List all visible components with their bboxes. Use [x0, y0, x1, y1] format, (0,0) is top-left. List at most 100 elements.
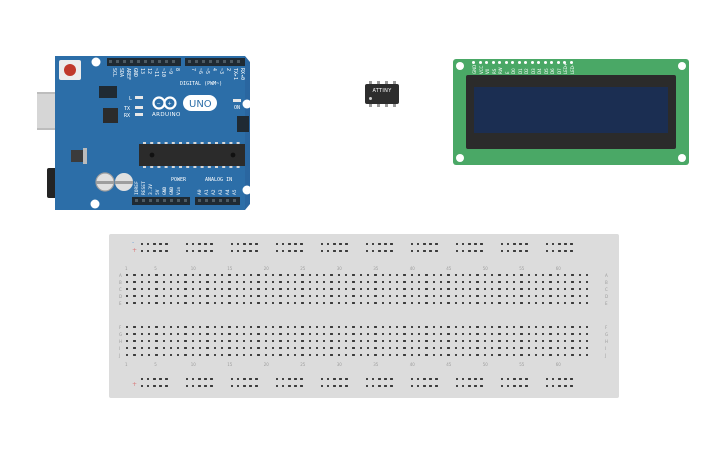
breadboard-hole[interactable] [352, 281, 355, 284]
breadboard-hole[interactable] [220, 274, 224, 277]
breadboard-hole[interactable] [133, 347, 136, 350]
breadboard-hole[interactable] [206, 354, 209, 357]
breadboard-hole[interactable] [184, 281, 187, 284]
breadboard-hole[interactable] [147, 302, 151, 305]
breadboard-hole[interactable] [220, 281, 224, 284]
breadboard-hole[interactable] [454, 302, 457, 305]
breadboard-hole[interactable] [169, 333, 173, 336]
breadboard-hole[interactable] [286, 281, 289, 284]
breadboard-hole[interactable] [206, 288, 209, 291]
breadboard-hole[interactable] [308, 340, 311, 343]
breadboard-hole[interactable] [483, 333, 487, 336]
breadboard-hole[interactable] [286, 326, 289, 329]
breadboard-hole[interactable] [133, 340, 136, 343]
breadboard-hole[interactable] [570, 385, 573, 388]
breadboard-hole[interactable] [133, 281, 136, 284]
breadboard-hole[interactable] [155, 340, 158, 343]
breadboard-hole[interactable] [432, 333, 435, 336]
breadboard-hole[interactable] [323, 326, 326, 329]
breadboard-hole[interactable] [454, 340, 457, 343]
breadboard-hole[interactable] [140, 295, 143, 298]
breadboard-hole[interactable] [133, 326, 136, 329]
breadboard-hole[interactable] [293, 295, 297, 298]
breadboard-hole[interactable] [366, 326, 370, 329]
breadboard-hole[interactable] [199, 288, 202, 291]
breadboard-hole[interactable] [199, 340, 202, 343]
breadboard-hole[interactable] [498, 340, 501, 343]
breadboard-hole[interactable] [396, 295, 399, 298]
breadboard-hole[interactable] [184, 340, 187, 343]
breadboard-hole[interactable] [476, 333, 479, 336]
breadboard-hole[interactable] [352, 302, 355, 305]
breadboard-hole[interactable] [359, 326, 362, 329]
breadboard-hole[interactable] [403, 326, 406, 329]
breadboard-hole[interactable] [425, 302, 428, 305]
breadboard-hole[interactable] [257, 340, 260, 343]
breadboard-hole[interactable] [228, 281, 231, 284]
breadboard-hole[interactable] [286, 354, 289, 357]
breadboard-hole[interactable] [220, 340, 224, 343]
breadboard-hole[interactable] [264, 274, 268, 277]
breadboard-hole[interactable] [381, 333, 384, 336]
breadboard-hole[interactable] [192, 385, 195, 388]
breadboard-hole[interactable] [293, 333, 297, 336]
breadboard-hole[interactable] [418, 340, 421, 343]
breadboard-hole[interactable] [542, 288, 545, 291]
breadboard-hole[interactable] [513, 385, 516, 388]
breadboard-hole[interactable] [345, 250, 348, 253]
breadboard-hole[interactable] [432, 281, 435, 284]
breadboard-hole[interactable] [425, 340, 428, 343]
breadboard-hole[interactable] [249, 250, 252, 253]
breadboard-hole[interactable] [542, 340, 545, 343]
breadboard-hole[interactable] [435, 243, 438, 246]
breadboard-hole[interactable] [337, 333, 341, 336]
breadboard-hole[interactable] [243, 385, 246, 388]
breadboard-hole[interactable] [255, 243, 258, 246]
breadboard-hole[interactable] [388, 354, 392, 357]
breadboard-hole[interactable] [512, 302, 516, 305]
breadboard-hole[interactable] [585, 333, 589, 336]
breadboard-hole[interactable] [126, 302, 129, 305]
breadboard-hole[interactable] [423, 378, 426, 381]
breadboard-hole[interactable] [235, 333, 238, 336]
reset-button-cap[interactable] [64, 64, 76, 76]
breadboard-hole[interactable] [491, 302, 494, 305]
breadboard-hole[interactable] [384, 385, 387, 388]
breadboard-hole[interactable] [165, 385, 168, 388]
breadboard-hole[interactable] [235, 295, 238, 298]
analog-header[interactable] [195, 197, 240, 205]
breadboard-hole[interactable] [264, 326, 268, 329]
breadboard-hole[interactable] [374, 288, 377, 291]
breadboard-hole[interactable] [542, 347, 545, 350]
breadboard-hole[interactable] [315, 302, 319, 305]
breadboard-hole[interactable] [162, 347, 165, 350]
breadboard-hole[interactable] [474, 378, 477, 381]
breadboard-hole[interactable] [564, 326, 567, 329]
breadboard-hole[interactable] [177, 347, 180, 350]
breadboard-hole[interactable] [162, 333, 165, 336]
breadboard-hole[interactable] [276, 250, 279, 253]
breadboard-hole[interactable] [308, 354, 311, 357]
breadboard-hole[interactable] [141, 250, 144, 253]
breadboard-hole[interactable] [153, 385, 156, 388]
breadboard-hole[interactable] [396, 333, 399, 336]
breadboard-hole[interactable] [264, 354, 268, 357]
breadboard-hole[interactable] [345, 340, 348, 343]
breadboard-hole[interactable] [505, 347, 508, 350]
breadboard-hole[interactable] [282, 250, 285, 253]
breadboard-hole[interactable] [352, 295, 355, 298]
breadboard-hole[interactable] [184, 326, 187, 329]
breadboard-hole[interactable] [425, 326, 428, 329]
breadboard-hole[interactable] [403, 281, 406, 284]
breadboard-hole[interactable] [126, 274, 129, 277]
breadboard-hole[interactable] [206, 281, 209, 284]
breadboard-hole[interactable] [147, 274, 151, 277]
breadboard-hole[interactable] [527, 340, 530, 343]
breadboard-hole[interactable] [352, 354, 355, 357]
breadboard-hole[interactable] [191, 274, 195, 277]
breadboard-hole[interactable] [549, 333, 552, 336]
breadboard-hole[interactable] [520, 281, 523, 284]
breadboard-hole[interactable] [366, 385, 369, 388]
